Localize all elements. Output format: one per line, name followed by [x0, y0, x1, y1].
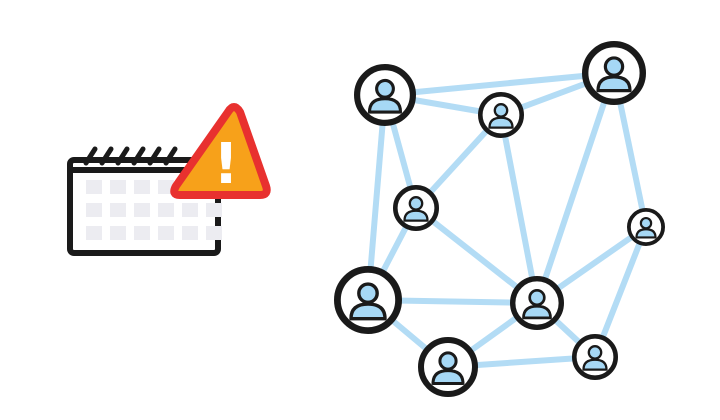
user-avatar-icon — [582, 41, 647, 105]
avatar-body — [596, 75, 632, 93]
user-avatar-icon — [477, 92, 524, 139]
avatar-head — [375, 78, 395, 99]
calendar-date-cell — [110, 180, 126, 194]
calendar-binder-ring — [115, 146, 130, 166]
calendar-binder-ring — [99, 146, 114, 166]
calendar-date-cell — [86, 180, 102, 194]
calendar-binder-ring — [83, 146, 98, 166]
avatar-body — [635, 228, 657, 239]
avatar-body — [403, 209, 429, 222]
calendar-date-cell — [134, 226, 150, 240]
avatar-body — [582, 358, 608, 371]
avatar-head — [438, 351, 458, 371]
calendar-date-cell — [134, 203, 150, 217]
network-link — [498, 112, 540, 306]
people-network-icon — [333, 41, 666, 397]
avatar-body — [367, 97, 403, 114]
avatar-head — [587, 345, 603, 360]
user-avatar-icon — [627, 207, 666, 246]
calendar-date-cell — [110, 203, 126, 217]
avatar-head — [408, 196, 424, 211]
network-link — [534, 70, 617, 306]
calendar-date-cell — [110, 226, 126, 240]
avatar-head — [493, 103, 509, 118]
calendar-date-cell — [86, 226, 102, 240]
user-avatar-icon — [392, 185, 439, 232]
avatar-body — [522, 304, 552, 320]
calendar-date-cell — [206, 226, 222, 240]
calendar-date-cell — [206, 203, 222, 217]
user-avatar-icon — [571, 333, 618, 380]
calendar-binder-ring — [131, 146, 146, 166]
user-avatar-icon — [354, 63, 417, 126]
user-avatar-icon — [418, 337, 478, 397]
calendar-binder-rings — [83, 146, 178, 166]
calendar-date-cell — [158, 226, 174, 240]
network-link — [592, 224, 649, 360]
avatar-head — [603, 56, 625, 77]
warning-triangle-icon: ! — [170, 103, 271, 199]
calendar-date-cell — [158, 180, 174, 194]
calendar-date-cell — [182, 203, 198, 217]
network-nodes — [333, 41, 666, 397]
avatar-body — [349, 302, 387, 321]
calendar-date-cell — [158, 203, 174, 217]
user-avatar-icon — [333, 265, 402, 334]
warning-exclamation-mark: ! — [213, 132, 239, 197]
calendar-date-cell — [134, 180, 150, 194]
avatar-head — [639, 216, 653, 230]
calendar-date-cell — [86, 203, 102, 217]
avatar-body — [488, 116, 514, 129]
user-avatar-icon — [510, 276, 565, 331]
network-link — [382, 70, 617, 98]
avatar-head — [357, 282, 379, 305]
calendar-binder-ring — [163, 146, 178, 166]
calendar-date-cell — [182, 226, 198, 240]
network-link — [365, 92, 388, 303]
calendar-binder-ring — [147, 146, 162, 166]
avatar-head — [528, 288, 546, 307]
avatar-body — [431, 369, 465, 385]
warning-triangle-shape — [170, 103, 271, 199]
